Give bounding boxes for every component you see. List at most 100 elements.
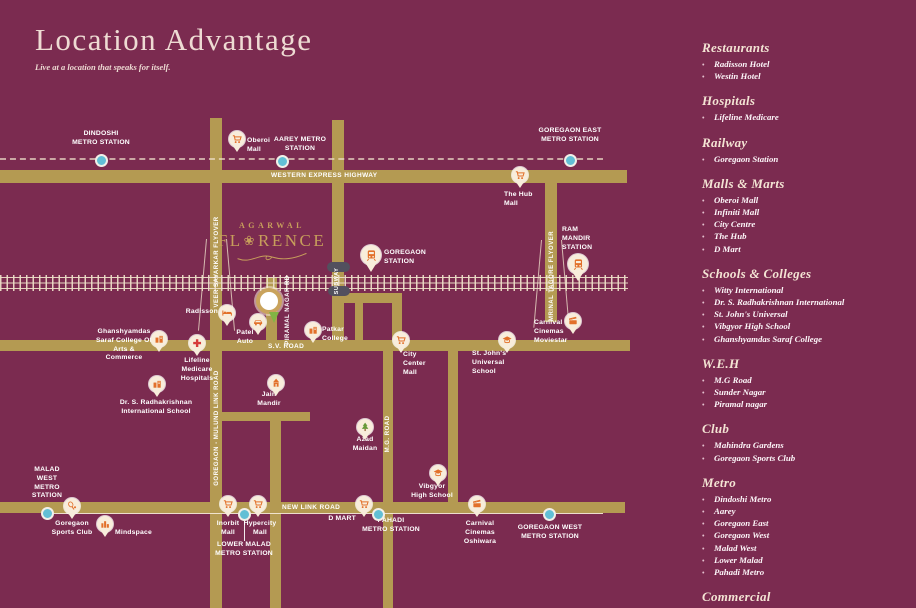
bed-icon <box>222 308 232 318</box>
poi-label-d-mart: D MART <box>328 515 356 522</box>
sidebar-item: •Dr. S. Radhakrishnan International <box>702 297 907 309</box>
sidebar-item: • St. John's Universal <box>702 309 907 321</box>
sidebar-item: • Ghanshyamdas Saraf College <box>702 334 907 346</box>
sidebar-item-label: Malad West <box>714 542 757 553</box>
label-mrinal-tagore-flyover: MRINAL TAGORE FLYOVER <box>548 230 555 322</box>
cart-icon <box>396 335 406 345</box>
sidebar-item-label: Goregaon Station <box>714 153 779 164</box>
sidebar-item: •City Centre <box>702 219 907 231</box>
bullet-icon: • <box>702 508 705 517</box>
poi-label-goregaon-sports-club: Goregaon Sports Club <box>51 520 93 536</box>
sidebar-heading-malls-marts: Malls & Marts <box>702 175 785 191</box>
poi-pin-mindspace <box>97 516 113 532</box>
bullet-icon: • <box>702 196 705 205</box>
sidebar-item: • Goregaon Sports Club <box>702 453 907 465</box>
road-loop-right <box>392 296 402 344</box>
label-goregaon-mulund-link-road: GOREGAON - MULUND LINK ROAD <box>213 370 220 486</box>
sidebar-item-label: Mahindra Gardens <box>714 440 784 451</box>
poi-label-lifeline: Lifeline Medicare Hospitals <box>180 357 214 382</box>
label-weh: WESTERN EXPRESS HIGHWAY <box>271 172 378 179</box>
club-icon <box>67 501 77 511</box>
sidebar-heading-railway: Railway <box>702 134 748 150</box>
poi-label-jain-mandir: Jain Mandir <box>257 391 281 407</box>
sidebar-item-label: St. John's Universal <box>714 309 788 320</box>
poi-label-carnival-moviestar: Carnival Cinemas Moviestar <box>534 319 568 344</box>
sidebar-item-label: Dr. S. Radhakrishnan International <box>714 297 845 308</box>
bullet-icon: • <box>702 114 705 123</box>
bullet-icon: • <box>702 520 705 529</box>
sidebar-item: • Goregaon East <box>702 518 907 530</box>
bullet-icon: • <box>702 544 705 553</box>
poi-label-vibgyor-school: Vibgyor High School <box>411 483 453 499</box>
poi-pin-carnival-moviestar <box>565 313 581 329</box>
poi-pin-azad-maidan <box>357 419 373 435</box>
sidebar-item-label: Pahadi Metro <box>714 567 765 578</box>
sidebar-item-label: Goregaon East <box>714 518 769 529</box>
road-jain-spur <box>215 412 310 421</box>
bullet-icon: • <box>702 556 705 565</box>
bullet-icon: • <box>702 233 705 242</box>
sidebar-item-label: Goregaon Sports Club <box>714 452 796 463</box>
sidebar-item-label: Witty International <box>714 284 784 295</box>
sidebar-item: •The Hub <box>702 231 907 243</box>
school-icon <box>502 335 512 345</box>
sidebar-heading-commercial: Commercial <box>702 589 771 605</box>
sidebar-item: •Dindoshi Metro <box>702 494 907 506</box>
poi-label-inorbit-mall: Inorbit Mall <box>216 520 240 536</box>
cart-icon <box>232 134 242 144</box>
label-new-link-road: NEW LINK ROAD <box>282 504 341 511</box>
bullet-icon: • <box>702 454 705 463</box>
poi-pin-city-center-mall <box>393 332 409 348</box>
car-icon <box>253 317 263 327</box>
poi-pin-d-mart <box>356 496 372 512</box>
tree-icon <box>360 422 370 432</box>
sidebar-item-label: Sunder Nagar <box>714 387 766 398</box>
sidebar-item-label: Vibgyor High School <box>714 321 791 332</box>
sidebar-heading-restaurants: Restaurants <box>702 40 770 55</box>
bullet-icon: • <box>702 311 705 320</box>
metro-label-pahadi: PAHADI METRO STATION <box>362 517 420 533</box>
flower-icon: ❀ <box>243 233 257 249</box>
bullet-icon: • <box>702 569 705 578</box>
sidebar-item-label: Lower Malad <box>714 554 763 565</box>
poi-pin-st-johns-school <box>499 332 515 348</box>
metro-line-dashed <box>0 158 603 160</box>
road-mg-road <box>383 350 393 608</box>
metro-label-goregaon-east: GOREGAON EAST METRO STATION <box>538 127 602 143</box>
bullet-icon: • <box>702 221 705 230</box>
bullet-icon: • <box>702 335 705 344</box>
metro-connector <box>243 519 245 541</box>
logo-fl: FL <box>217 231 243 250</box>
bullet-icon: • <box>702 389 705 398</box>
sidebar-item-label: Ghanshyamdas Saraf College <box>714 333 823 344</box>
poi-pin-oberoi-mall <box>229 131 245 147</box>
sidebar-item-label: Lifeline Medicare <box>714 112 779 123</box>
cart-icon <box>359 499 369 509</box>
poi-label-mindspace: Mindspace <box>115 529 152 536</box>
logo-rence: RENCE <box>258 231 327 250</box>
sidebar-item: • Mahindra Gardens <box>702 440 907 452</box>
bullet-icon: • <box>702 442 705 451</box>
header: Location Advantage Live at a location th… <box>35 22 313 72</box>
sidebar-item: •Goregaon West <box>702 530 907 542</box>
poi-pin-saraf-college <box>151 331 167 347</box>
logo-flourish <box>237 253 307 261</box>
metro-label-dindoshi: DINDOSHI METRO STATION <box>72 130 130 146</box>
road-oshiwara-vertical <box>270 421 281 608</box>
metro-label-goregaon-west: GOREGAON WEST METRO STATION <box>517 524 583 540</box>
bullet-icon: • <box>702 286 705 295</box>
metro-line-new-link-road <box>47 512 603 514</box>
bullet-icon: • <box>702 73 705 82</box>
metro-dot-aarey <box>275 154 289 168</box>
logo-line2: FL❀RENCE <box>202 231 342 251</box>
college-icon <box>152 379 162 389</box>
temple-icon <box>271 378 281 388</box>
sidebar-heading-schools-colleges: Schools & Colleges <box>702 265 812 281</box>
sidebar-heading-metro: Metro <box>702 474 736 490</box>
sidebar-item-label: Dindoshi Metro <box>714 493 772 504</box>
sidebar-item: • Lifeline Medicare <box>702 112 907 124</box>
college-icon <box>308 325 318 335</box>
sidebar-item: •Aarey <box>702 506 907 518</box>
road-goregaon-mulund-link <box>210 118 222 608</box>
agarwal-florence-logo: AGARWAL FL❀RENCE <box>202 221 342 269</box>
